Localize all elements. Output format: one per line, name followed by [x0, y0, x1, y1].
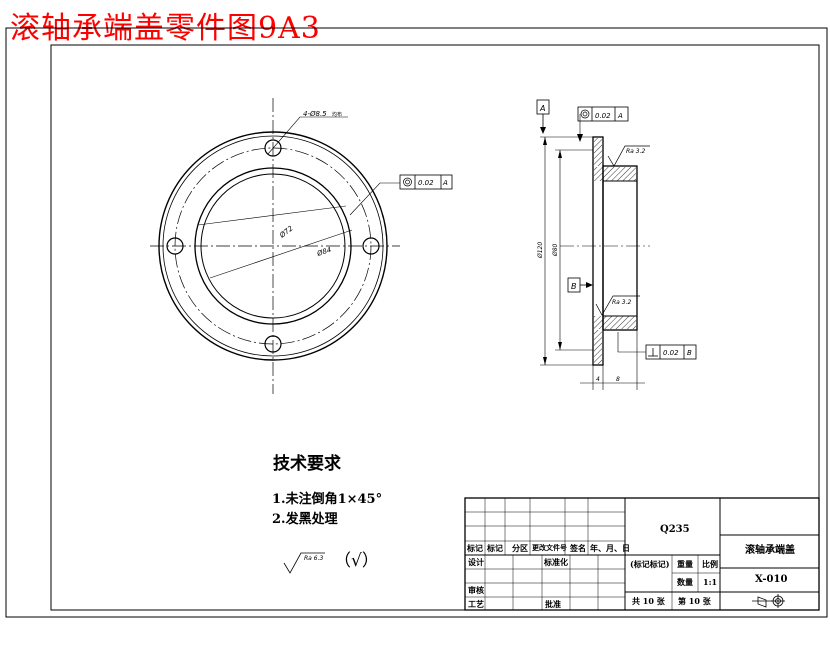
front-tol-value: 0.02: [418, 179, 434, 187]
side-coax-frame: [577, 106, 629, 122]
spigot-section: [602, 165, 638, 331]
surface-finish-rest-marker: （√）: [334, 551, 379, 571]
flange-outer-circle: [158, 131, 388, 361]
spigot-outer-circle: [194, 167, 352, 325]
roughness-top: Ra 3.2: [626, 148, 645, 155]
title-block-sheet-no: 第 10 张: [678, 596, 711, 606]
row-review: 审核: [468, 585, 484, 595]
header-date: 年、月、日: [590, 543, 630, 553]
row-standard: 标准化: [544, 557, 568, 567]
row-design: 设计: [468, 557, 484, 567]
sheet-border-outer: [5, 27, 828, 618]
side-perp-datum: B: [687, 349, 692, 357]
side-view: [536, 99, 697, 390]
row-process: 工艺: [468, 599, 484, 609]
bolt-hole-left: [166, 237, 184, 255]
datum-a-box: [536, 99, 550, 115]
inner-dia-text: Ø72: [278, 224, 296, 240]
bolt-hole-right: [362, 237, 380, 255]
roughness-mid: Ra 3.2: [612, 299, 631, 306]
surface-finish-symbol: [283, 552, 325, 574]
flange-chamfer-circle: [162, 135, 384, 357]
title-block-weight-label: 重量: [677, 559, 693, 569]
title-block-sheets-total: 共 10 张: [632, 596, 665, 606]
dim-line-inner-dia: [197, 205, 347, 226]
projection-symbol: [752, 594, 785, 608]
header-change-doc: 更改文件号: [532, 543, 567, 552]
title-block-drawing-no: X-010: [755, 574, 788, 585]
front-tol-datum: A: [442, 179, 448, 187]
outer-dia-label: Ø120: [537, 242, 544, 259]
title-block-quantity-label: 数量: [677, 577, 693, 587]
front-tol-leader: [349, 182, 400, 216]
surface-finish-value: Ra 6.3: [304, 555, 323, 562]
front-tol-frame: [399, 174, 453, 190]
header-mark-1: 标记: [467, 543, 483, 553]
bolt-hole-bottom: [264, 335, 282, 353]
pcd-text: Ø84: [315, 246, 332, 258]
title-block-material: Q235: [660, 524, 690, 535]
side-coax-value: 0.02: [595, 112, 611, 120]
flange-thickness-label: 4: [596, 376, 600, 383]
side-perp-value: 0.02: [663, 349, 679, 357]
title-block-scale-label: 比例: [702, 559, 718, 569]
sheet-border-inner: [50, 44, 820, 611]
title-block-part-name: 滚轴承端盖: [745, 545, 795, 556]
row-approve: 批准: [545, 599, 561, 609]
side-perp-frame: [645, 344, 697, 360]
bolt-pitch-circle: [174, 147, 372, 345]
title-block-scale: 1:1: [703, 577, 718, 587]
title-block-mark-label: (标记标记): [630, 559, 670, 569]
hole-note-suffix: 均布: [332, 111, 342, 118]
spigot-inner-circle: [200, 173, 346, 319]
hole-note-text: 4-Ø8.5: [303, 110, 327, 118]
spigot-length-label: 8: [616, 376, 620, 383]
front-view: [150, 98, 453, 394]
datum-b-label: B: [571, 282, 577, 291]
spigot-dia-label: Ø80: [552, 243, 559, 257]
bolt-hole-top: [264, 139, 282, 157]
requirement-item-1: 1.未注倒角1×45°: [272, 492, 383, 507]
side-coax-datum: A: [617, 112, 623, 120]
header-sign: 签名: [570, 543, 586, 553]
header-mark-2: 标记: [487, 543, 503, 553]
header-zone: 分区: [512, 543, 528, 553]
datum-a-label: A: [539, 104, 545, 113]
dim-line-pcd: [209, 229, 353, 279]
requirement-item-2: 2.发黑处理: [272, 512, 338, 527]
title-block: [464, 497, 820, 611]
hole-note-leader: [267, 116, 348, 155]
requirements-title: 技术要求: [273, 454, 341, 474]
